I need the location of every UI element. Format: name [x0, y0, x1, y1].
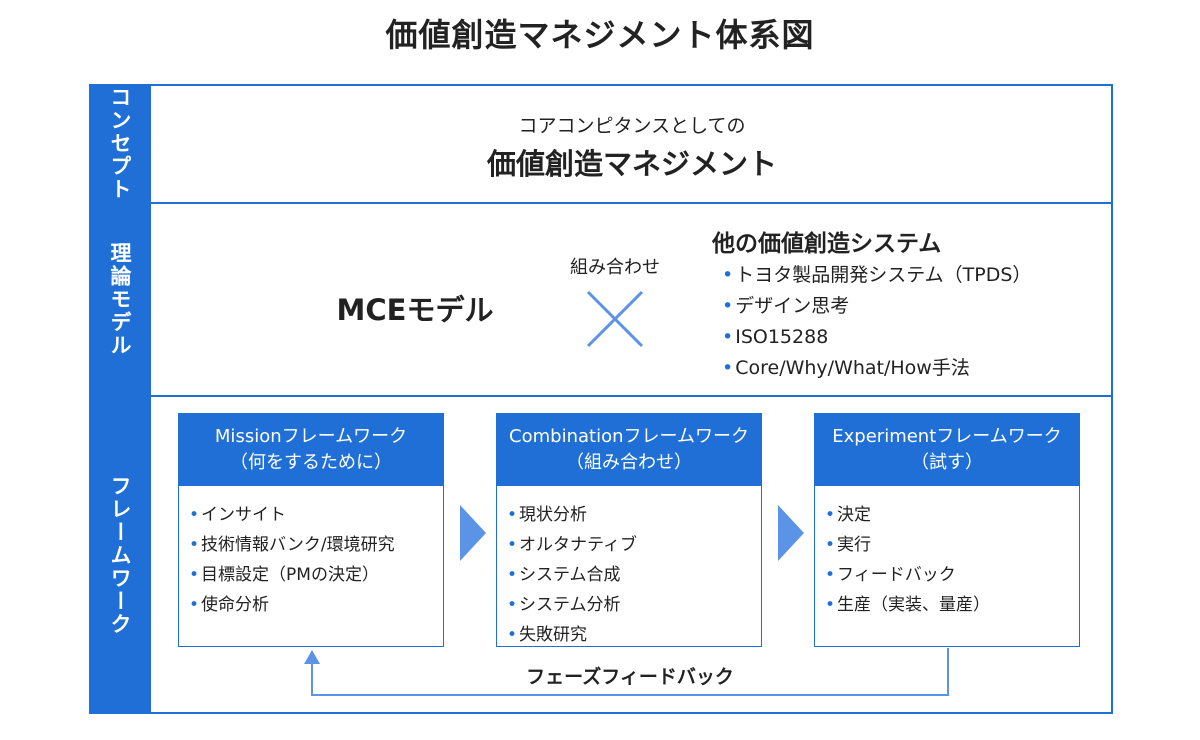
list-item: 実行: [825, 530, 1079, 560]
experiment-framework-subtitle: （試す）: [911, 452, 983, 473]
mission-framework-box: Missionフレームワーク （何をするために） インサイト 技術情報バンク/環…: [178, 413, 444, 647]
phase-feedback-label: フェーズフィードバック: [526, 666, 734, 688]
right-arrow-icon: [778, 505, 804, 561]
cross-icon: [586, 290, 644, 348]
list-item: 失敗研究: [507, 620, 761, 650]
concept-subtitle: コアコンピタンスとしての: [518, 115, 746, 137]
right-arrow-icon: [460, 505, 486, 561]
other-systems-title: 他の価値創造システム: [712, 231, 942, 257]
combination-label: 組み合わせ: [570, 257, 660, 278]
row-divider: [89, 395, 1113, 397]
list-item: 生産（実装、量産）: [825, 590, 1079, 620]
framework-side-text: フレームワーク: [108, 475, 132, 636]
row-divider: [89, 202, 1113, 204]
concept-side-text: コンセプト: [108, 85, 132, 201]
concept-side-label: コンセプト: [89, 84, 151, 202]
list-item: オルタナティブ: [507, 530, 761, 560]
mce-model-label: MCEモデル: [336, 293, 494, 327]
list-item: Core/Why/What/How手法: [722, 353, 1031, 384]
list-item: デザイン思考: [722, 291, 1031, 322]
list-item: トヨタ製品開発システム（TPDS）: [722, 260, 1031, 291]
framework-side-label: フレームワーク: [89, 397, 151, 714]
list-item: ISO15288: [722, 322, 1031, 353]
experiment-framework-title: Experimentフレームワーク: [832, 426, 1062, 447]
mission-framework-title: Missionフレームワーク: [214, 426, 408, 447]
combination-framework-title: Combinationフレームワーク: [509, 426, 749, 447]
concept-main-title: 価値創造マネジメント: [486, 147, 777, 181]
theory-side-label: 理論モデル: [89, 204, 151, 395]
list-item: インサイト: [189, 500, 443, 530]
list-item: システム合成: [507, 560, 761, 590]
combination-items: 現状分析 オルタナティブ システム合成 システム分析 失敗研究: [497, 486, 761, 650]
list-item: 現状分析: [507, 500, 761, 530]
list-item: 決定: [825, 500, 1079, 530]
experiment-framework-box: Experimentフレームワーク （試す） 決定 実行 フィードバック 生産（…: [814, 413, 1080, 647]
other-systems-list: トヨタ製品開発システム（TPDS） デザイン思考 ISO15288 Core/W…: [722, 260, 1031, 384]
list-item: フィードバック: [825, 560, 1079, 590]
combination-framework-subtitle: （組み合わせ）: [566, 452, 692, 473]
experiment-framework-header: Experimentフレームワーク （試す）: [815, 414, 1079, 486]
mission-framework-subtitle: （何をするために）: [230, 452, 392, 473]
theory-side-text: 理論モデル: [108, 242, 132, 357]
combination-framework-header: Combinationフレームワーク （組み合わせ）: [497, 414, 761, 486]
list-item: 目標設定（PMの決定）: [189, 560, 443, 590]
diagram-title: 価値創造マネジメント体系図: [385, 16, 815, 54]
combination-framework-box: Combinationフレームワーク （組み合わせ） 現状分析 オルタナティブ …: [496, 413, 762, 647]
experiment-items: 決定 実行 フィードバック 生産（実装、量産）: [815, 486, 1079, 620]
list-item: システム分析: [507, 590, 761, 620]
list-item: 技術情報バンク/環境研究: [189, 530, 443, 560]
mission-framework-header: Missionフレームワーク （何をするために）: [179, 414, 443, 486]
mission-items: インサイト 技術情報バンク/環境研究 目標設定（PMの決定） 使命分析: [179, 486, 443, 620]
list-item: 使命分析: [189, 590, 443, 620]
